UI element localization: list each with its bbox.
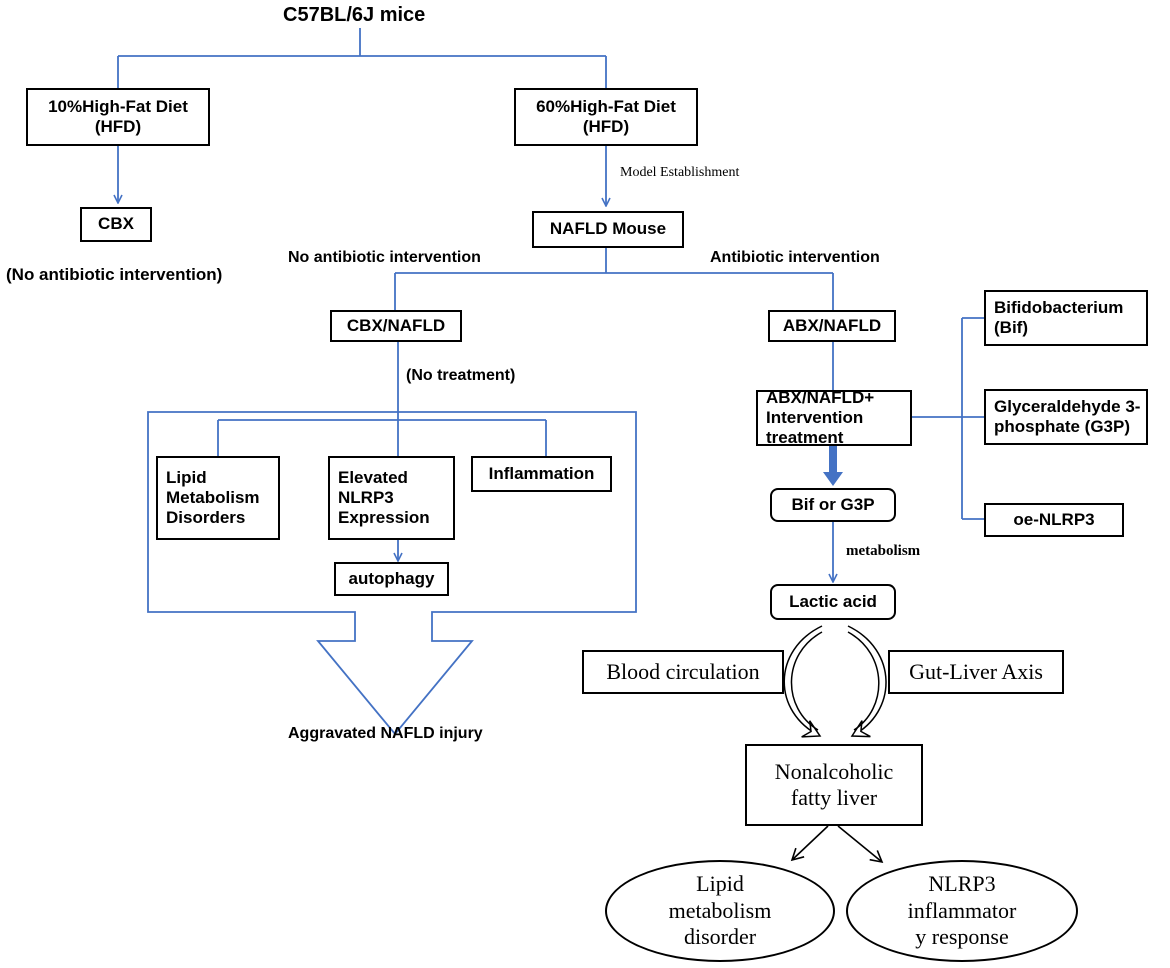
- cbx-nafld-box: CBX/NAFLD: [330, 310, 462, 342]
- gut-liver-curve-inner: [847, 631, 880, 731]
- bif-or-g3p-box: Bif or G3P: [770, 488, 896, 522]
- nlrp3-inflammatory-response-ellipse: NLRP3 inflammator y response: [846, 860, 1078, 962]
- model-establishment-label: Model Establishment: [620, 165, 740, 180]
- bifidobacterium-box: Bifidobacterium (Bif): [984, 290, 1148, 346]
- inflammation-box: Inflammation: [471, 456, 612, 492]
- elevated-nlrp3-box: Elevated NLRP3 Expression: [328, 456, 455, 540]
- metabolism-label: metabolism: [846, 543, 921, 559]
- gut-liver-axis-box: Gut-Liver Axis: [888, 650, 1064, 694]
- aggravated-nafld-label: Aggravated NAFLD injury: [288, 725, 483, 742]
- nonalcoholic-fatty-liver-box: Nonalcoholic fatty liver: [745, 744, 923, 826]
- funnel-outline: [147, 411, 637, 736]
- hfd10-box: 10%High-Fat Diet (HFD): [26, 88, 210, 146]
- nafl-to-nlrp3-arrow: [837, 825, 884, 864]
- lipid-metabolism-disorders-box: Lipid Metabolism Disorders: [156, 456, 280, 540]
- cbx-note: (No antibiotic intervention): [6, 265, 223, 284]
- root-branch-line: [117, 28, 607, 88]
- blood-circulation-box: Blood circulation: [582, 650, 784, 694]
- lactic-acid-box: Lactic acid: [770, 584, 896, 620]
- intervention-options-bracket: [912, 317, 984, 520]
- autophagy-box: autophagy: [334, 562, 449, 596]
- hfd60-box: 60%High-Fat Diet (HFD): [514, 88, 698, 146]
- nafld-split-line: [394, 248, 834, 310]
- nafld-mouse-box: NAFLD Mouse: [532, 211, 684, 248]
- cbx-nafld-branch-line: [217, 342, 547, 456]
- lipid-metabolism-disorder-ellipse: Lipid metabolism disorder: [605, 860, 835, 962]
- antibiotic-label: Antibiotic intervention: [710, 249, 880, 266]
- nafl-to-lipid-arrow: [790, 825, 829, 862]
- cbx-box: CBX: [80, 207, 152, 242]
- blood-circulation-curve-arrow: [783, 625, 823, 738]
- abx-nafld-box: ABX/NAFLD: [768, 310, 896, 342]
- abx-intervention-box: ABX/NAFLD+ Intervention treatment: [756, 388, 912, 447]
- no-treatment-label: (No treatment): [406, 367, 516, 384]
- blood-circulation-curve-inner: [790, 631, 823, 731]
- no-antibiotic-label: No antibiotic intervention: [288, 249, 481, 266]
- gut-liver-curve-arrow: [847, 625, 887, 738]
- g3p-box: Glyceraldehyde 3- phosphate (G3P): [984, 389, 1148, 445]
- thick-down-arrow: [823, 446, 843, 486]
- diagram-title: C57BL/6J mice: [283, 4, 426, 26]
- oe-nlrp3-box: oe-NLRP3: [984, 503, 1124, 537]
